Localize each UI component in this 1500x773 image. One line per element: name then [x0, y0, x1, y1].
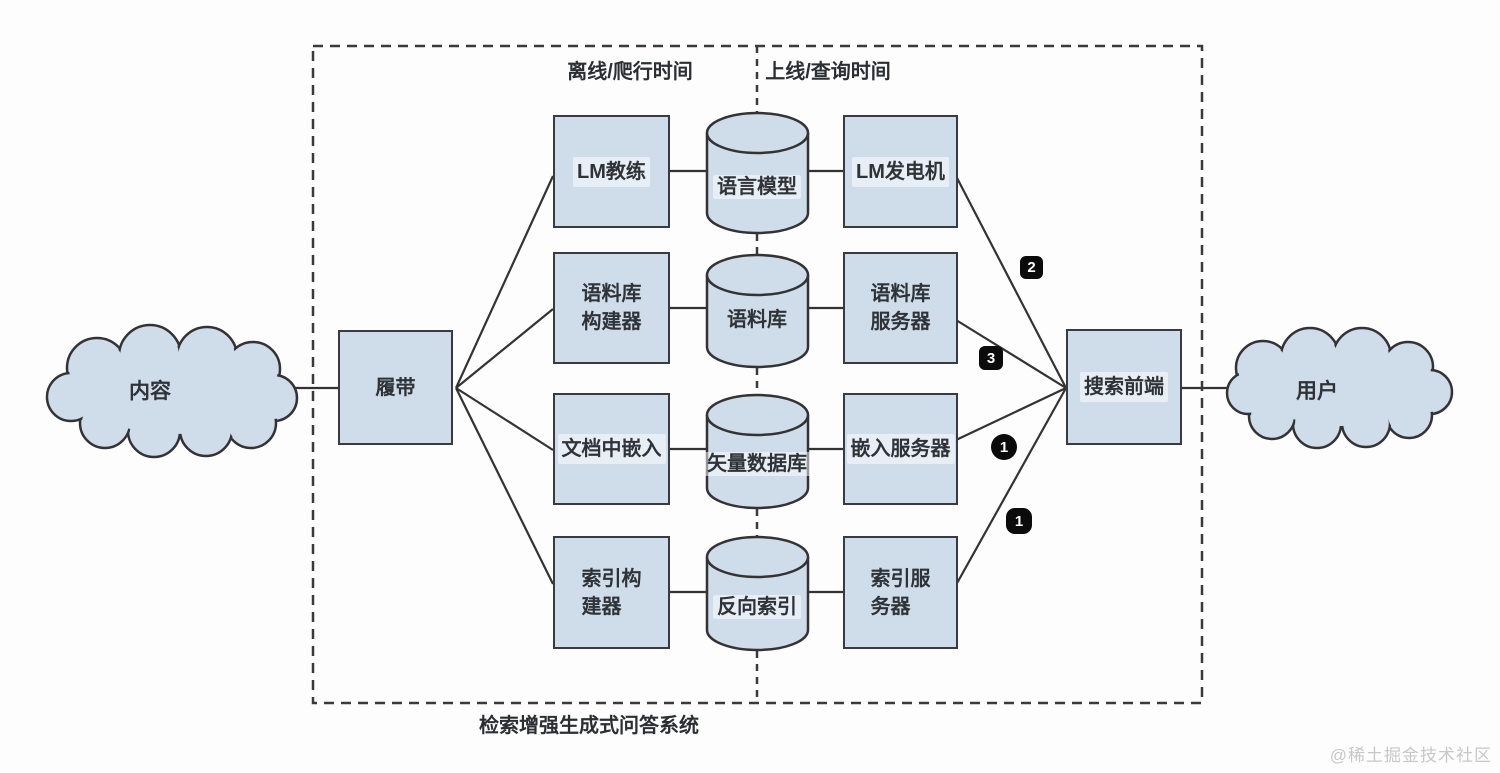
crawler-node: 履带: [338, 330, 453, 445]
corpus-cylinder: [705, 253, 810, 369]
user-cloud-label: 用户: [1296, 380, 1338, 403]
crawler-node-label: 履带: [375, 376, 416, 399]
step-badge-3: 3: [979, 346, 1003, 370]
cloud-fill: [49, 375, 93, 419]
document-embedding-node-label: 文档中嵌入: [557, 434, 666, 464]
cylinder-top: [705, 535, 810, 579]
vector-database-cylinder-text: 矢量数据库: [703, 452, 811, 476]
corpus-server-node-label: 语料库 服务器: [870, 283, 931, 333]
index-server-node: 索引服 务器: [843, 536, 958, 649]
cylinder-body: [705, 275, 810, 369]
online-query-time-label: 上线/查询时间: [765, 61, 891, 83]
lm-generator-node-label: LM发电机: [852, 156, 949, 187]
search-frontend-node-label: 搜索前端: [1080, 372, 1168, 402]
builder-store-server-connectors: [668, 169, 845, 594]
offline-crawl-time-label: 离线/爬行时间: [567, 61, 693, 83]
cloud-fill: [86, 354, 258, 434]
server-to-frontend-lines: [955, 175, 1067, 586]
embedding-server-node-label: 嵌入服务器: [846, 434, 955, 464]
index-builder-node: 索引构 建器: [553, 536, 670, 649]
corpus-builder-node: 语料库 构建器: [553, 252, 670, 364]
user-cloud: [1225, 326, 1454, 450]
step-badge-1a: 1: [991, 434, 1017, 460]
corpus-builder-node-label: 语料库 构建器: [581, 283, 642, 333]
index-server-node-label: 索引服 务器: [870, 567, 931, 618]
community-watermark: @稀土掘金技术社区: [1329, 746, 1492, 765]
cylinder-top: [705, 393, 810, 437]
corpus-server-node: 语料库 服务器: [843, 252, 958, 364]
step-badge-2: 2: [1020, 256, 1043, 279]
vector-database-cylinder-label: 矢量数据库: [687, 447, 827, 476]
search-frontend-node: 搜索前端: [1066, 329, 1182, 445]
inverted-index-cylinder-label: 反向索引: [687, 590, 827, 619]
inverted-index-cylinder-text: 反向索引: [713, 595, 801, 619]
embedding-server-node: 嵌入服务器: [843, 393, 958, 505]
corpus-cylinder-text: 语料库: [727, 309, 787, 331]
content-cloud: [45, 323, 299, 459]
corpus-cylinder-label: 语料库: [687, 303, 827, 332]
cloud-fill: [1229, 374, 1267, 412]
index-builder-node-label: 索引构 建器: [581, 567, 642, 618]
step-badge-1b: 1: [1006, 508, 1032, 534]
system-caption-label: 检索增强生成式问答系统: [479, 715, 699, 737]
lm-trainer-node-label: LM教练: [573, 156, 650, 187]
language-model-cylinder-label: 语言模型: [687, 170, 827, 199]
lm-trainer-node: LM教练: [553, 115, 670, 228]
cloud-fill: [1262, 356, 1418, 426]
cylinder-top: [705, 253, 810, 297]
crawler-fanout-lines: [454, 175, 555, 585]
content-cloud-label: 内容: [129, 380, 171, 403]
cylinder-top: [705, 111, 810, 155]
document-embedding-node: 文档中嵌入: [553, 393, 670, 505]
lm-generator-node: LM发电机: [843, 115, 958, 228]
language-model-cylinder-text: 语言模型: [713, 175, 801, 199]
